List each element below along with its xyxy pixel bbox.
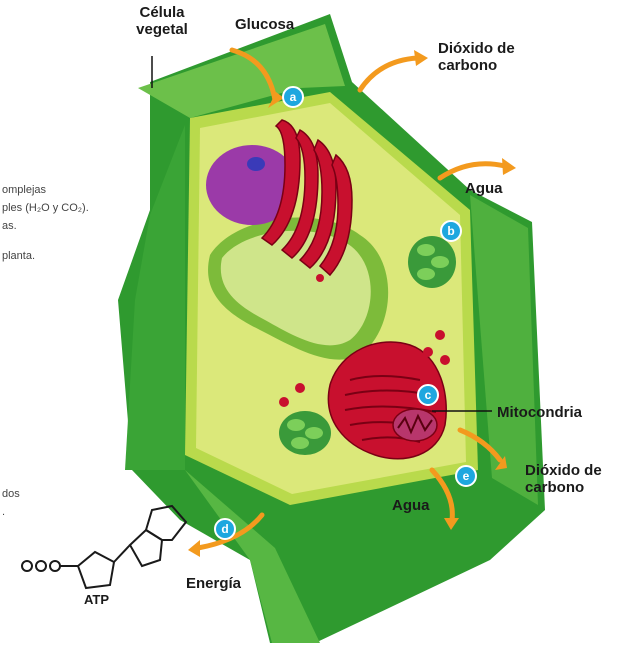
label-agua-bottom: Agua [392, 497, 430, 514]
side-text-1: omplejas [2, 182, 46, 199]
chloroplast-bottom [279, 411, 331, 455]
label-energia: Energía [186, 575, 241, 592]
badge-b: b [440, 220, 462, 242]
badge-e: e [455, 465, 477, 487]
side-text-6: . [2, 504, 5, 521]
badge-c: c [417, 384, 439, 406]
label-celula-vegetal: Célula vegetal [122, 4, 202, 38]
atp-molecule [22, 506, 186, 588]
side-text-5: dos [2, 486, 20, 503]
label-atp: ATP [84, 592, 109, 607]
side-text-2: ples (H₂O y CO₂). [2, 200, 89, 217]
side-text-4: planta. [2, 248, 35, 265]
label-mitocondria: Mitocondria [497, 404, 582, 421]
nucleolus [247, 157, 265, 171]
label-glucosa: Glucosa [235, 16, 294, 33]
side-text-3: as. [2, 218, 17, 235]
badge-d: d [214, 518, 236, 540]
dioxido-top-arrow [360, 58, 418, 90]
label-dioxido-bottom: Dióxido de carbono [525, 462, 625, 496]
label-agua-right: Agua [465, 180, 503, 197]
badge-a: a [282, 86, 304, 108]
chloroplast-right [408, 236, 456, 288]
label-dioxido-top: Dióxido de carbono [438, 40, 538, 74]
